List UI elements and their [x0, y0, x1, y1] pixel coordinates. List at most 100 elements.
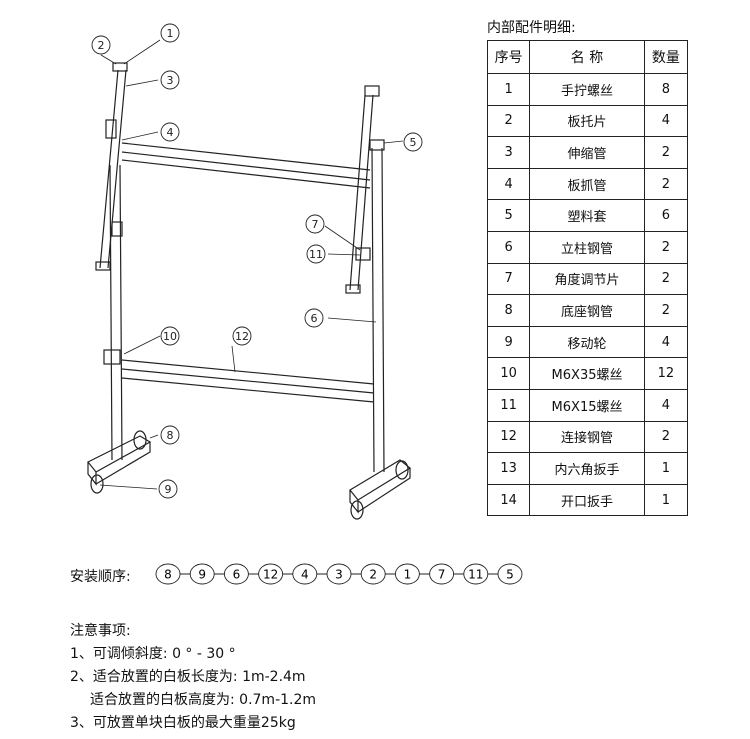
callout-11: 11: [306, 244, 326, 264]
part-name: 塑料套: [529, 199, 645, 232]
part-name: 底座钢管: [529, 294, 645, 327]
part-name: 角度调节片: [529, 262, 645, 296]
part-quantity: 12: [643, 357, 689, 390]
sequence-step: 1: [394, 563, 420, 585]
part-name: 移动轮: [529, 325, 645, 359]
callout-label: 12: [235, 330, 249, 343]
callout-label: 2: [98, 39, 105, 52]
sequence-step: 11: [463, 563, 489, 585]
sequence-step: 8: [155, 563, 181, 585]
callout-2: 2: [91, 35, 111, 55]
sequence-step-label: 9: [198, 568, 206, 582]
header-quantity: 数量: [643, 40, 689, 74]
part-name: 开口扳手: [529, 483, 645, 517]
sequence-step-label: 2: [369, 568, 377, 582]
callout-label: 10: [163, 330, 177, 343]
sequence-step: 2: [360, 563, 386, 585]
part-number: 5: [486, 199, 531, 232]
note-board-length: 2、适合放置的白板长度为: 1m-2.4m: [70, 669, 306, 685]
callout-5: 5: [403, 132, 423, 152]
callout-7: 7: [305, 214, 325, 234]
sequence-step-label: 6: [233, 568, 241, 582]
callout-label: 9: [165, 483, 172, 496]
part-quantity: 2: [643, 262, 689, 296]
sequence-step-label: 12: [263, 568, 278, 582]
part-quantity: 8: [643, 73, 689, 106]
part-name: 内六角扳手: [529, 452, 645, 485]
part-quantity: 4: [643, 104, 689, 138]
part-quantity: 2: [643, 136, 689, 169]
callout-label: 7: [312, 218, 319, 231]
sequence-step-label: 7: [438, 568, 446, 582]
part-name: 立柱钢管: [529, 230, 645, 264]
part-quantity: 4: [643, 388, 689, 422]
part-number: 13: [486, 452, 531, 485]
sequence-step: 3: [326, 563, 352, 585]
part-number: 6: [486, 230, 531, 264]
part-number: 4: [486, 167, 531, 201]
callout-label: 5: [410, 136, 417, 149]
header-name: 名 称: [529, 40, 645, 74]
part-quantity: 2: [643, 420, 689, 454]
part-name: M6X15螺丝: [529, 388, 645, 422]
sequence-step-label: 5: [506, 568, 514, 582]
part-quantity: 2: [643, 167, 689, 201]
callout-label: 1: [167, 27, 174, 40]
part-quantity: 1: [643, 483, 689, 517]
sequence-step: 5: [497, 563, 523, 585]
note-max-weight: 3、可放置单块白板的最大重量25kg: [70, 715, 296, 731]
part-quantity: 1: [643, 452, 689, 485]
callout-6: 6: [304, 308, 324, 328]
part-name: 板抓管: [529, 167, 645, 201]
part-number: 9: [486, 325, 531, 359]
sequence-step: 4: [292, 563, 318, 585]
part-number: 12: [486, 420, 531, 454]
part-quantity: 6: [643, 199, 689, 232]
parts-list-title: 内部配件明细:: [487, 20, 576, 36]
part-number: 3: [486, 136, 531, 169]
part-name: M6X35螺丝: [529, 357, 645, 390]
part-number: 8: [486, 294, 531, 327]
note-board-height: 适合放置的白板高度为: 0.7m-1.2m: [90, 692, 317, 708]
part-quantity: 4: [643, 325, 689, 359]
install-sequence-label: 安装顺序:: [70, 569, 131, 585]
sequence-step-label: 1: [404, 568, 412, 582]
part-number: 2: [486, 104, 531, 138]
part-number: 11: [486, 388, 531, 422]
part-name: 连接钢管: [529, 420, 645, 454]
callout-8: 8: [160, 425, 180, 445]
callout-label: 11: [309, 248, 323, 261]
sequence-step-label: 4: [301, 568, 309, 582]
sequence-step-label: 11: [468, 568, 483, 582]
callout-10: 10: [160, 326, 180, 346]
sequence-step: 12: [258, 563, 284, 585]
part-quantity: 2: [643, 294, 689, 327]
sequence-step: 7: [429, 563, 455, 585]
part-number: 14: [486, 483, 531, 517]
part-name: 伸缩管: [529, 136, 645, 169]
sequence-step-label: 8: [164, 568, 172, 582]
notes-title: 注意事项:: [70, 623, 131, 639]
part-quantity: 2: [643, 230, 689, 264]
notes-section: 注意事项: 1、可调倾斜度: 0 ° - 30 ° 2、适合放置的白板长度为: …: [70, 620, 316, 735]
callout-3: 3: [160, 70, 180, 90]
part-name: 板托片: [529, 104, 645, 138]
callout-9: 9: [158, 479, 178, 499]
callout-1: 1: [160, 23, 180, 43]
